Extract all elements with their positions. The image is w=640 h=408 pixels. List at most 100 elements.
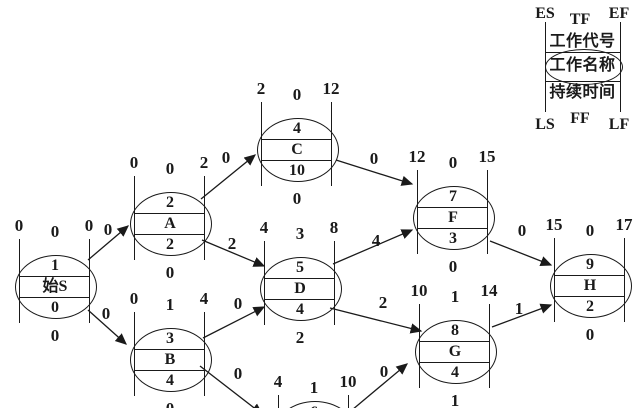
node-name: D xyxy=(294,280,306,297)
divider xyxy=(261,160,331,162)
legend-tf-label: TF xyxy=(569,11,591,28)
divider xyxy=(417,207,487,209)
legend-key: ES TF EF 工作代号 工作名称 持续时间 LS FF LF xyxy=(520,0,640,140)
legend-ff-label: FF xyxy=(570,110,590,127)
es-value: 15 xyxy=(545,215,563,234)
tf-value: 0 xyxy=(585,221,595,240)
node-ellipse xyxy=(130,328,212,392)
node-code: 5 xyxy=(296,259,304,276)
legend-ls-label: LS xyxy=(535,116,555,133)
ef-value: 0 xyxy=(84,216,94,235)
node-g: 10 1 14 8 G 4 1 xyxy=(385,280,525,408)
node-f: 12 0 15 7 F 3 0 xyxy=(383,146,523,296)
ef-value: 4 xyxy=(199,289,209,308)
interval-a-to-c: 0 xyxy=(221,148,231,167)
divider xyxy=(554,275,624,277)
node-ellipse xyxy=(550,254,632,318)
ff-value: 0 xyxy=(50,326,60,345)
divider xyxy=(545,81,620,83)
divider xyxy=(134,234,204,236)
node-name: H xyxy=(583,277,597,294)
node-name: 始S xyxy=(42,278,68,295)
legend-activity-code-label: 工作代号 xyxy=(549,33,616,50)
lf-line xyxy=(348,395,350,408)
ef-value: 15 xyxy=(478,147,496,166)
node-name: G xyxy=(448,343,462,360)
node-ellipse xyxy=(257,118,339,182)
tf-value: 0 xyxy=(448,153,458,172)
divider xyxy=(264,299,334,301)
es-value: 2 xyxy=(256,79,266,98)
tf-value: 1 xyxy=(165,295,175,314)
node-code: 2 xyxy=(166,194,174,211)
interval-d-to-f: 4 xyxy=(371,231,381,250)
node-ellipse xyxy=(260,257,342,321)
interval-d-to-g: 2 xyxy=(378,293,388,312)
tf-value: 1 xyxy=(450,287,460,306)
ef-value: 12 xyxy=(322,79,340,98)
divider xyxy=(419,341,489,343)
ls-line xyxy=(278,395,280,408)
ef-value: 17 xyxy=(615,215,633,234)
node-start: 0 0 0 1 始S 0 0 xyxy=(0,215,125,365)
node-name: B xyxy=(164,351,176,368)
node-d: 4 3 8 5 D 4 2 xyxy=(230,217,370,367)
divider xyxy=(134,370,204,372)
interval-b-to-e: 0 xyxy=(233,364,243,383)
tf-value: 1 xyxy=(309,378,319,397)
ff-value: 2 xyxy=(295,328,305,347)
divider xyxy=(134,213,204,215)
tf-value: 3 xyxy=(295,224,305,243)
node-b: 0 1 4 3 B 4 0 xyxy=(100,288,240,408)
interval-start-to-a: 0 xyxy=(103,220,113,239)
divider xyxy=(264,278,334,280)
divider xyxy=(261,139,331,141)
node-c: 2 0 12 4 C 10 0 xyxy=(227,78,367,228)
interval-b-to-d: 0 xyxy=(233,294,243,313)
node-ellipse xyxy=(130,192,212,256)
node-ellipse xyxy=(413,186,495,250)
node-code: 1 xyxy=(51,257,59,274)
legend-es-label: ES xyxy=(535,5,555,22)
node-ellipse xyxy=(15,255,97,319)
node-name: A xyxy=(164,215,176,232)
legend-duration-label: 持续时间 xyxy=(549,84,616,101)
node-name: F xyxy=(448,209,458,226)
ef-value: 14 xyxy=(480,281,498,300)
ef-value: 8 xyxy=(329,218,339,237)
node-duration: 2 xyxy=(586,298,594,315)
divider xyxy=(554,296,624,298)
divider xyxy=(19,276,89,278)
node-code: 8 xyxy=(451,322,459,339)
divider xyxy=(545,52,620,54)
tf-value: 0 xyxy=(50,222,60,241)
tf-value: 0 xyxy=(292,85,302,104)
node-duration: 4 xyxy=(451,364,459,381)
node-duration: 3 xyxy=(449,230,457,247)
node-duration: 0 xyxy=(51,299,59,316)
interval-f-to-h: 0 xyxy=(517,221,527,240)
node-e: 4 1 10 6 xyxy=(244,371,384,408)
node-h: 15 0 17 9 H 2 0 xyxy=(520,214,640,364)
divider xyxy=(134,349,204,351)
ff-value: 1 xyxy=(450,391,460,408)
node-code: 6 xyxy=(276,403,352,408)
ff-value: 0 xyxy=(165,263,175,282)
node-duration: 10 xyxy=(289,162,305,179)
interval-e-to-g: 0 xyxy=(379,362,389,381)
node-code: 7 xyxy=(449,188,457,205)
es-value: 0 xyxy=(129,289,139,308)
tf-value: 0 xyxy=(165,159,175,178)
ff-value: 0 xyxy=(585,325,595,344)
node-duration: 2 xyxy=(166,236,174,253)
es-value: 4 xyxy=(273,372,283,391)
node-name: C xyxy=(291,141,303,158)
es-value: 0 xyxy=(129,153,139,172)
es-value: 10 xyxy=(410,281,428,300)
node-code: 9 xyxy=(586,256,594,273)
interval-g-to-h: 1 xyxy=(514,299,524,318)
es-value: 12 xyxy=(408,147,426,166)
divider xyxy=(419,362,489,364)
ef-value: 10 xyxy=(339,372,357,391)
